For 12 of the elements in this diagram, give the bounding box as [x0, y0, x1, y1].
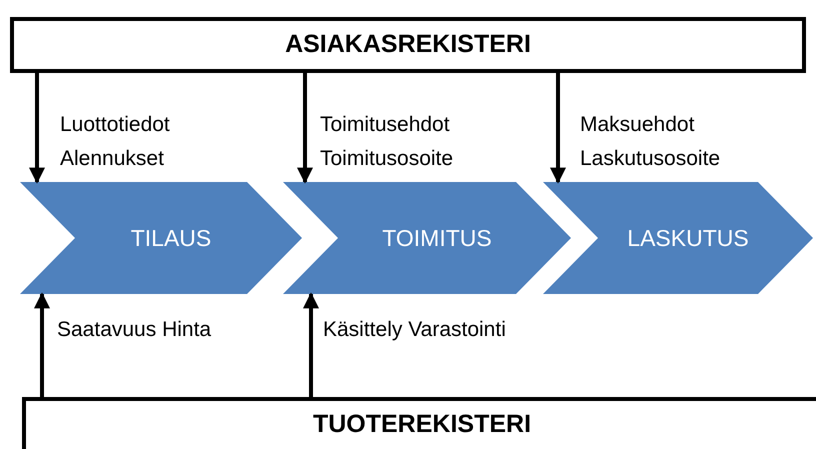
- register-box: [22, 397, 816, 449]
- arrow: [34, 292, 50, 397]
- arrow: [303, 292, 319, 397]
- process-step-label: TILAUS: [130, 224, 212, 253]
- arrow: [29, 73, 45, 184]
- arrow: [550, 73, 566, 184]
- process-step-label: TOIMITUS: [382, 224, 492, 253]
- process-step-label: LASKUTUS: [627, 224, 749, 253]
- register-title: ASIAKASREKISTERI: [285, 29, 531, 60]
- register-title: TUOTEREKISTERI: [312, 409, 532, 440]
- arrow: [297, 73, 313, 184]
- register-box: [10, 17, 806, 73]
